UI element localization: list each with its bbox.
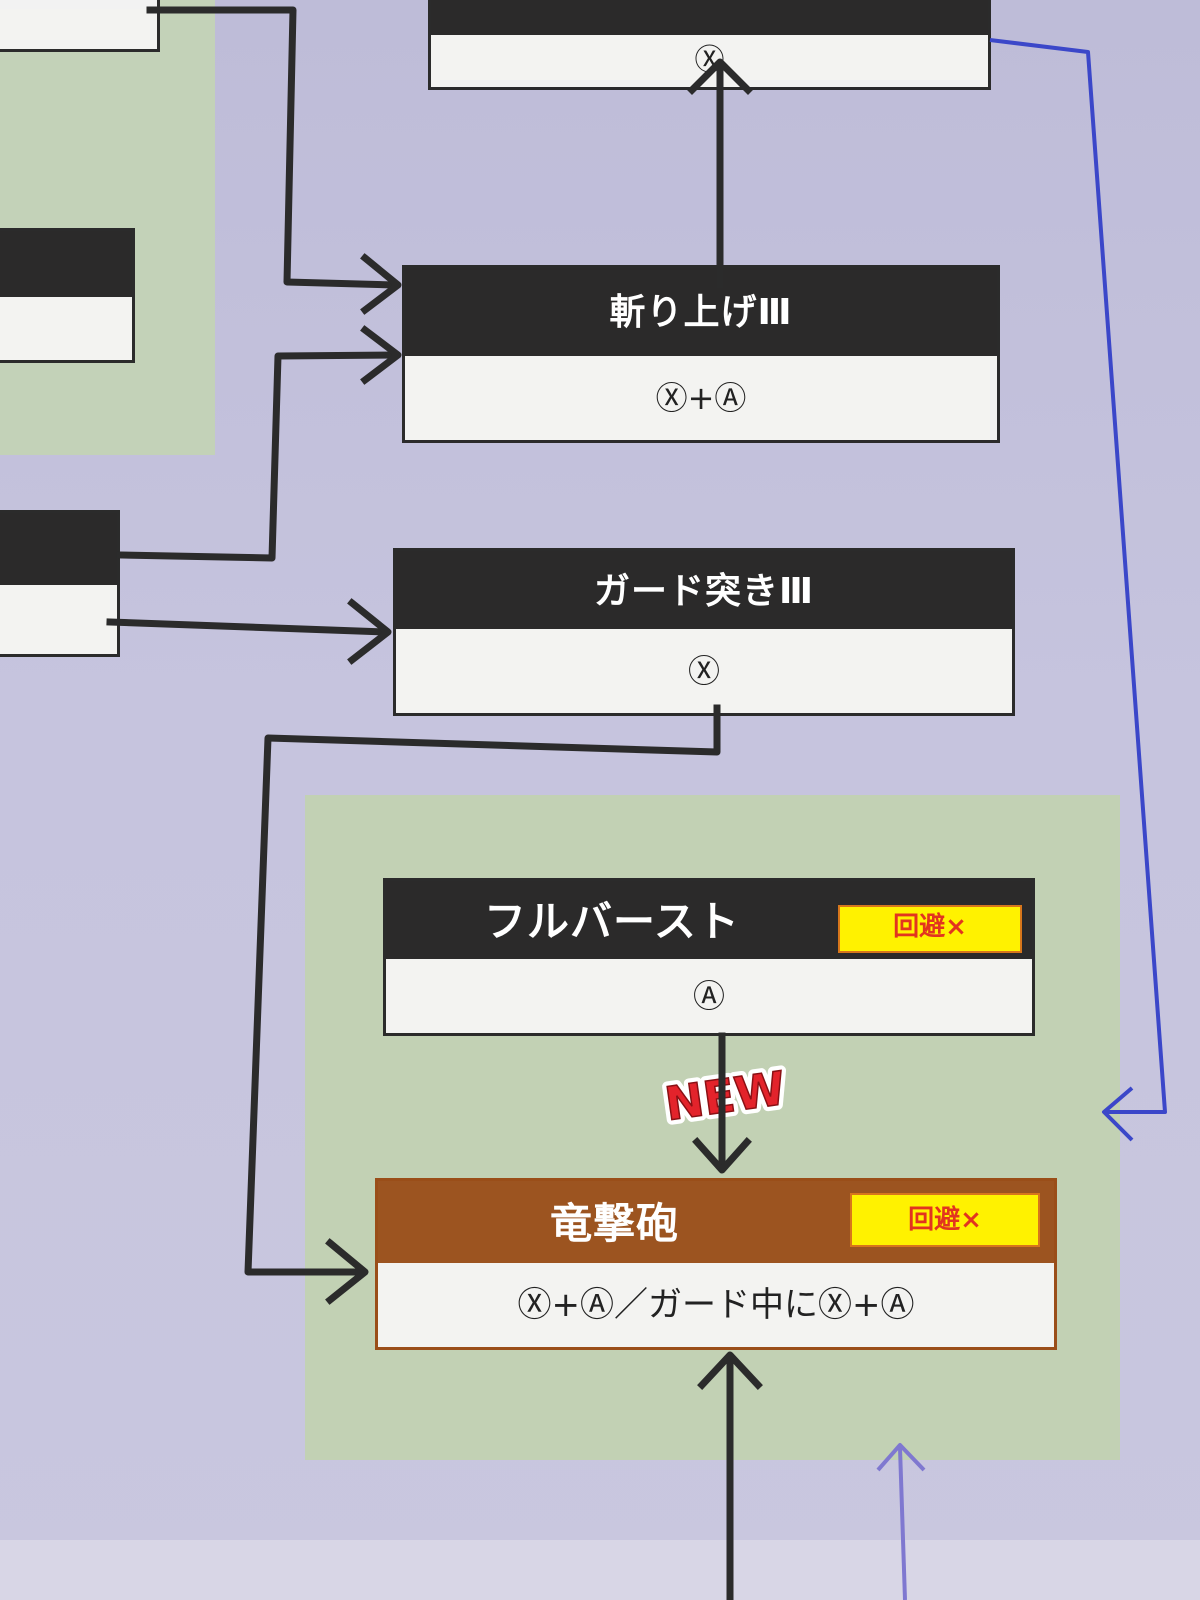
connector-left1-to-kiriage [146,6,399,289]
connector-guard-to-ryugekiho [244,704,721,1276]
page-bottom-strip [0,1540,1200,1600]
ryugekiho-badge: 回避× [850,1193,1040,1247]
node-guard-tsuki-title: ガード突きⅢ [396,551,1012,629]
node-kiriage: 斬り上げⅢ Ⓧ+Ⓐ [402,265,1000,443]
node-kiriage-input: Ⓧ+Ⓐ [405,356,997,440]
arrowhead-ryugekiho-top [692,1137,752,1174]
node-full-burst: フルバースト Ⓐ [383,878,1035,1036]
blue-connector-top-to-zone [989,38,1167,1114]
arrowhead-ryugekiho-bottom [697,1351,763,1390]
left-partial-node-2 [0,228,135,363]
node-kiriage-title: 斬り上げⅢ [405,268,997,356]
connector-left3-to-guard [106,618,389,636]
node-full-burst-input: Ⓐ [386,959,1032,1033]
left-partial-node-3-header [0,513,117,585]
arrowhead-kiriage-upper [360,253,402,315]
purple-arrowhead-bottom [876,1443,926,1472]
arrowhead-top [687,58,753,95]
left-partial-node-3-body [0,585,117,654]
arrowhead-kiriage-lower [360,325,402,385]
left-partial-node-2-header [0,231,132,297]
left-partial-node-3 [0,510,120,657]
left-partial-node-1 [0,0,160,52]
full-burst-badge: 回避× [838,905,1022,953]
top-node: Ⓧ [428,0,991,90]
arrowhead-guard [347,598,392,665]
node-ryugekiho-input: Ⓧ+Ⓐ／ガード中にⓍ+Ⓐ [378,1263,1054,1347]
left-partial-node-2-body [0,297,132,360]
purple-connector-bottom [898,1447,907,1600]
node-guard-tsuki-input: Ⓧ [396,629,1012,713]
top-node-header [431,0,988,35]
left-partial-node-1-body [0,9,157,49]
left-green-zone [0,0,215,455]
node-ryugekiho: 竜撃砲 Ⓧ+Ⓐ／ガード中にⓍ+Ⓐ [375,1178,1057,1350]
connector-left3-to-kiriage [116,351,399,562]
arrowhead-ryugekiho-left [325,1238,369,1305]
node-guard-tsuki: ガード突きⅢ Ⓧ [393,548,1015,716]
blue-arrowhead-zone [1102,1086,1134,1142]
